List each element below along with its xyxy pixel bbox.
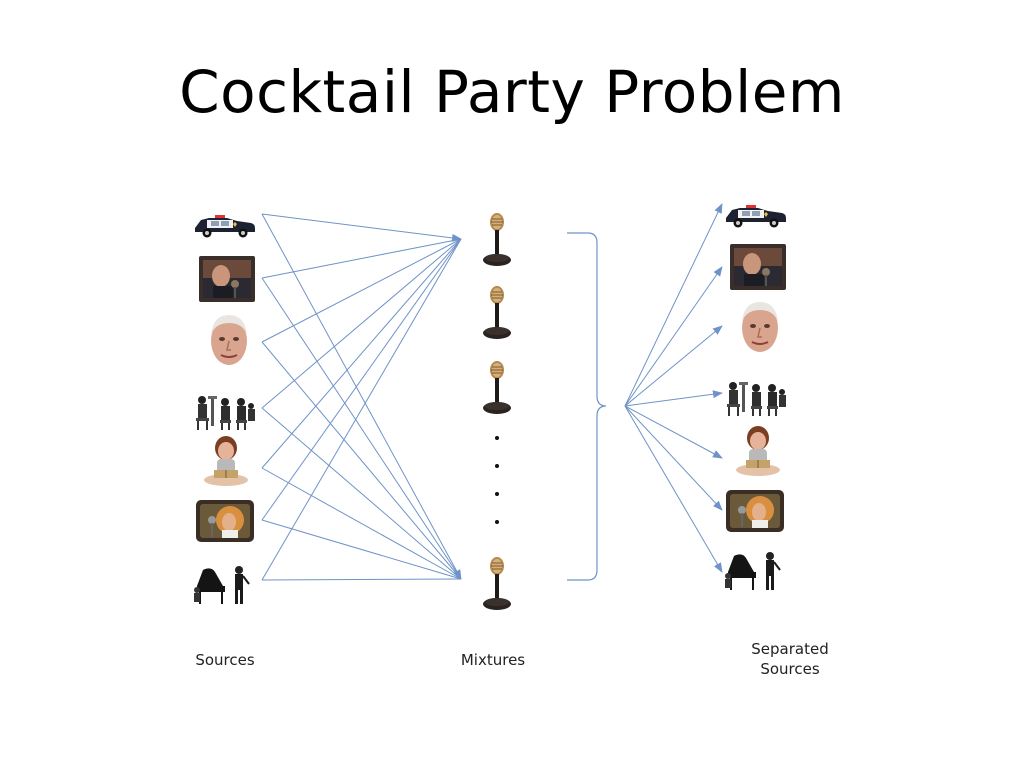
child-reading-icon <box>204 436 248 486</box>
singer-tv-icon <box>726 490 784 532</box>
seated-group-icon <box>196 396 255 430</box>
mixtures-column <box>482 212 512 611</box>
arrow <box>261 519 462 580</box>
arrow <box>261 407 462 580</box>
arrow <box>261 467 462 580</box>
microphone-icon <box>482 285 512 340</box>
separation-arrows <box>624 203 723 573</box>
arrow <box>261 238 462 279</box>
arrow <box>624 405 723 459</box>
piano-performer-icon <box>194 566 250 604</box>
piano-performer-icon <box>725 552 781 590</box>
sources-label: Sources <box>195 651 255 669</box>
arrow <box>261 341 462 580</box>
arrow <box>624 405 723 511</box>
separated-sources-label: Separated Sources <box>735 639 845 679</box>
police-car-icon <box>726 205 786 228</box>
face-portrait-icon <box>211 315 247 365</box>
police-car-icon <box>195 215 255 238</box>
mixtures-label: Mixtures <box>460 651 526 669</box>
arrow <box>261 238 462 521</box>
microphone-icon <box>482 360 512 415</box>
face-portrait-icon <box>742 302 778 352</box>
arrow <box>261 238 462 343</box>
slide-title: Cocktail Party Problem <box>179 58 845 126</box>
separated-label-line2: Sources <box>760 660 820 678</box>
arrow <box>261 213 462 242</box>
arrow <box>261 213 462 580</box>
separated-sources-column <box>725 205 786 590</box>
arrow <box>624 266 723 407</box>
arrow <box>261 578 462 581</box>
arrow <box>261 238 462 469</box>
seated-group-icon <box>727 382 786 416</box>
separated-label-line1: Separated <box>751 640 829 658</box>
arrow <box>624 405 723 573</box>
tv-speaker-icon <box>730 244 786 290</box>
microphone-icon <box>482 212 512 267</box>
arrow <box>261 277 462 580</box>
child-reading-icon <box>736 426 780 476</box>
arrow <box>624 325 723 407</box>
ellipsis-dots <box>495 436 499 524</box>
mixing-arrows <box>261 213 462 581</box>
arrow <box>261 238 462 581</box>
microphone-icon <box>482 556 512 611</box>
singer-tv-icon <box>196 500 254 542</box>
arrow <box>624 390 723 407</box>
arrow <box>624 203 723 407</box>
tv-speaker-icon <box>199 256 255 302</box>
mixtures-bracket <box>567 232 607 581</box>
arrow <box>261 238 462 409</box>
sources-column <box>194 215 255 604</box>
